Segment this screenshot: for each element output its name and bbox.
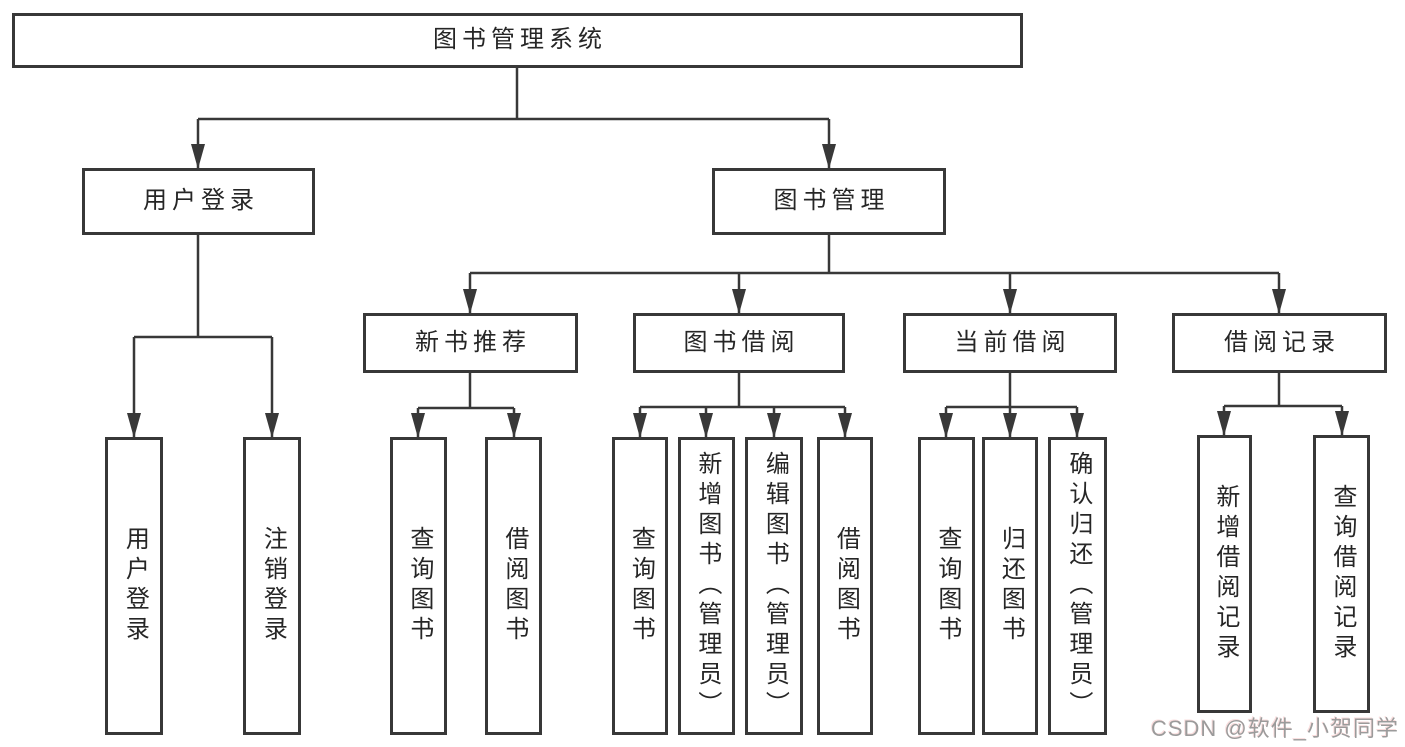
node-leaf-add-books-admin: 新增图书（管理员） [678, 437, 735, 735]
node-book-management: 图书管理 [712, 168, 946, 235]
node-label: 新增借阅记录 [1211, 484, 1239, 664]
node-leaf-query-borrow-record: 查询借阅记录 [1313, 435, 1370, 713]
node-label: 图书管理 [773, 187, 890, 215]
node-leaf-confirm-return-admin: 确认归还（管理员） [1048, 437, 1107, 735]
node-label: 归还图书 [997, 526, 1025, 646]
node-label: 当前借阅 [954, 328, 1071, 356]
node-leaf-query-books: 查询图书 [390, 437, 447, 735]
node-label: 用户登录 [143, 187, 259, 215]
node-label: 查询图书 [627, 526, 655, 646]
node-leaf-logout: 注销登录 [243, 437, 301, 735]
node-label: 用户登录 [121, 526, 149, 646]
csdn-watermark: CSDN @软件_小贺同学 [1150, 716, 1399, 741]
node-new-book-recommend: 新书推荐 [363, 313, 578, 373]
node-label: 编辑图书（管理员） [761, 451, 789, 721]
node-leaf-borrow-books: 借阅图书 [817, 437, 873, 735]
node-label: 查询图书 [405, 526, 433, 646]
node-label: 确认归还（管理员） [1064, 451, 1092, 721]
node-label: 图书管理系统 [433, 26, 607, 54]
node-leaf-query-books: 查询图书 [918, 437, 975, 735]
node-leaf-add-borrow-record: 新增借阅记录 [1197, 435, 1252, 713]
node-book-borrow: 图书借阅 [633, 313, 845, 373]
node-leaf-return-books: 归还图书 [982, 437, 1038, 735]
node-borrow-records: 借阅记录 [1172, 313, 1387, 373]
node-label: 新书推荐 [415, 328, 531, 356]
node-label: 借阅图书 [500, 526, 528, 646]
node-label: 图书借阅 [683, 328, 800, 356]
node-library-system: 图书管理系统 [12, 13, 1023, 68]
node-label: 查询借阅记录 [1328, 484, 1356, 664]
node-label: 查询图书 [933, 526, 961, 646]
node-leaf-borrow-books: 借阅图书 [485, 437, 542, 735]
node-label: 新增图书（管理员） [693, 451, 721, 721]
node-label: 借阅图书 [832, 526, 860, 646]
node-user-login: 用户登录 [82, 168, 315, 235]
node-leaf-edit-books-admin: 编辑图书（管理员） [745, 437, 803, 735]
node-label: 注销登录 [259, 526, 287, 646]
node-leaf-user-login: 用户登录 [105, 437, 163, 735]
node-current-borrow: 当前借阅 [903, 313, 1117, 373]
node-leaf-query-books: 查询图书 [612, 437, 668, 735]
node-label: 借阅记录 [1224, 328, 1340, 356]
